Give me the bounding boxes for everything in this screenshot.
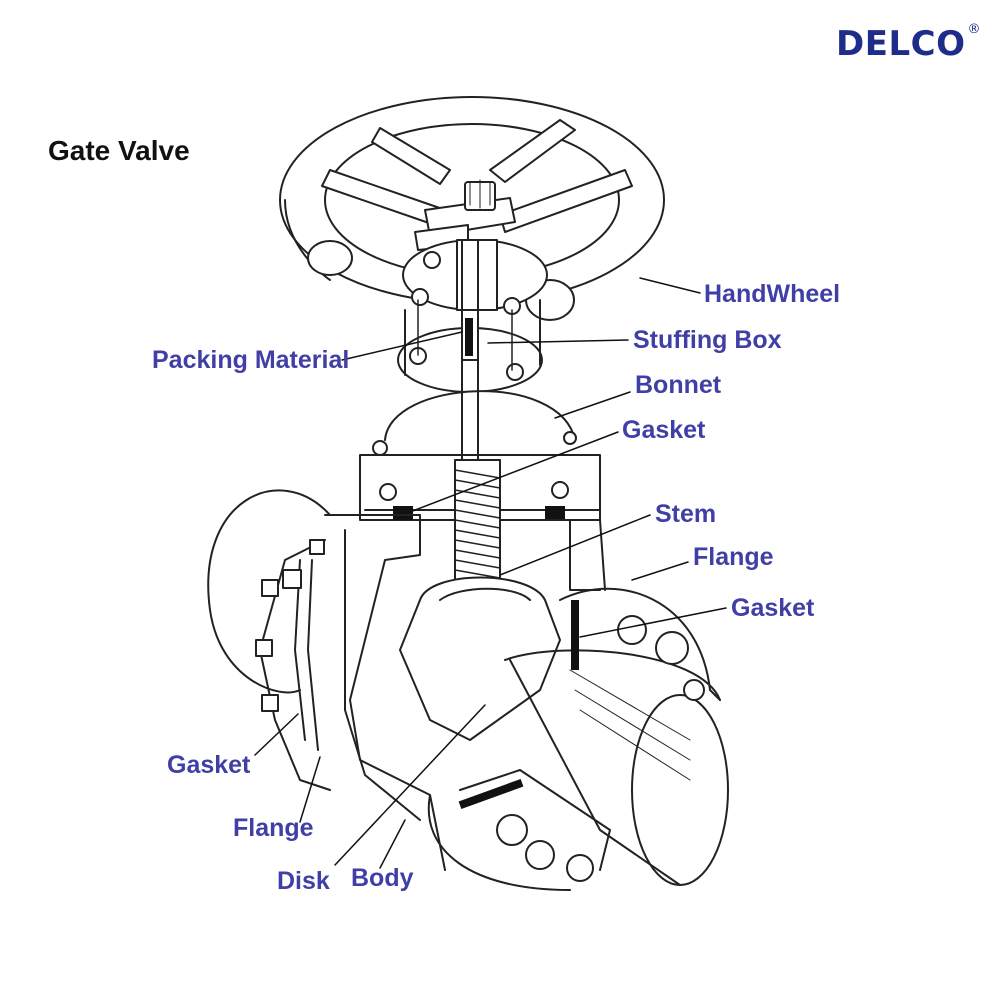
handwheel-drawing xyxy=(279,96,665,321)
label-gasket-bonnet: Gasket xyxy=(622,416,706,444)
label-handwheel: HandWheel xyxy=(704,280,841,308)
body-drawing xyxy=(324,514,606,871)
brand-logo: DELCO® xyxy=(836,22,981,64)
label-stuffing-box: Stuffing Box xyxy=(633,326,782,354)
leader-lines xyxy=(254,277,727,869)
registered-mark: ® xyxy=(967,22,981,37)
label-stem: Stem xyxy=(655,500,717,528)
label-disk: Disk xyxy=(277,867,330,895)
brand-name: DELCO xyxy=(836,24,966,64)
stem-drawing xyxy=(454,239,501,606)
label-bonnet: Bonnet xyxy=(635,371,722,399)
diagram-title: Gate Valve xyxy=(48,135,190,166)
label-flange-left: Flange xyxy=(233,814,314,842)
label-gasket-right: Gasket xyxy=(731,594,815,622)
label-body: Body xyxy=(351,864,414,892)
label-gasket-left: Gasket xyxy=(167,751,251,779)
right-flange-drawing xyxy=(427,587,729,891)
label-flange-right: Flange xyxy=(693,543,774,571)
label-packing-material: Packing Material xyxy=(152,346,350,374)
stuffing-box-drawing xyxy=(397,239,548,393)
left-flange-drawing xyxy=(207,489,331,791)
